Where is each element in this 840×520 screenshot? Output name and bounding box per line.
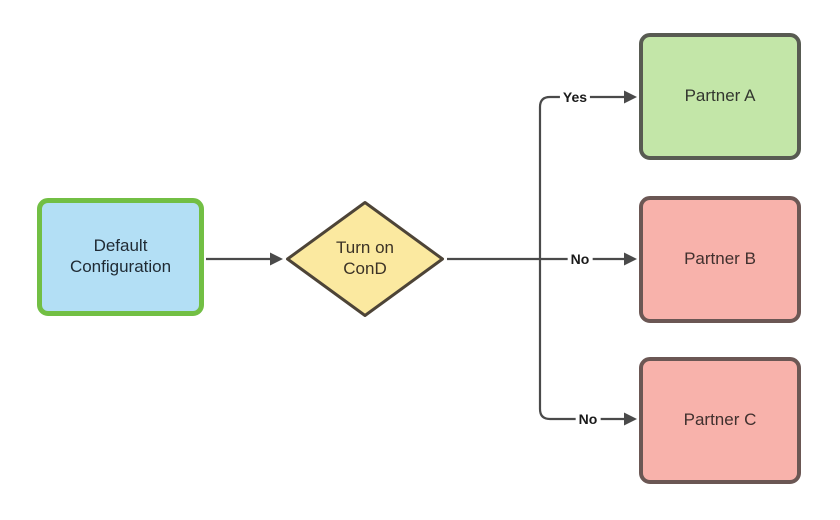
node-partner-a-label: Partner A [684, 86, 756, 106]
edge-label-yes-partner-a: Yes [559, 89, 591, 105]
node-default-configuration-label: Default Configuration [69, 236, 172, 276]
node-partner-a[interactable]: Partner A [639, 33, 801, 160]
node-partner-c[interactable]: Partner C [639, 357, 801, 484]
edge-label-no-partner-c: No [575, 411, 601, 427]
node-partner-c-label: Partner C [683, 410, 757, 430]
edge-label-no-partner-b: No [567, 251, 593, 267]
node-turn-on-cond[interactable]: Turn on ConD [285, 200, 445, 318]
node-partner-b[interactable]: Partner B [639, 196, 801, 323]
diamond-shape [286, 201, 444, 317]
node-turn-on-cond-label: Turn on ConD [336, 238, 394, 278]
node-default-configuration[interactable]: Default Configuration [37, 198, 204, 316]
node-partner-b-label: Partner B [684, 249, 756, 269]
